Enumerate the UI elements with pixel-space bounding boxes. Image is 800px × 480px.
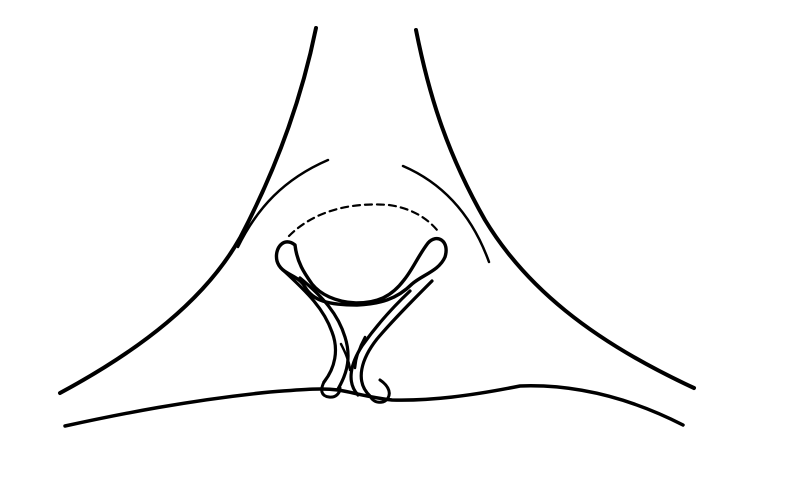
right-inner-arc [401, 164, 491, 264]
right-outer-curve [414, 28, 696, 390]
center-cross-accent-right [353, 335, 367, 370]
left-stem-inner [298, 276, 350, 391]
center-cross-accent-left [339, 342, 352, 372]
left-lower-lobe [320, 380, 342, 399]
base-line [63, 384, 685, 428]
right-stem-inner [349, 289, 412, 397]
dashed-arc [287, 203, 439, 238]
loop-body [274, 237, 448, 307]
left-outer-curve [58, 26, 318, 395]
left-inner-arc [236, 158, 330, 249]
right-lower-lobe [368, 378, 391, 404]
left-stem-outer [281, 268, 338, 384]
right-stem-outer [359, 279, 434, 398]
